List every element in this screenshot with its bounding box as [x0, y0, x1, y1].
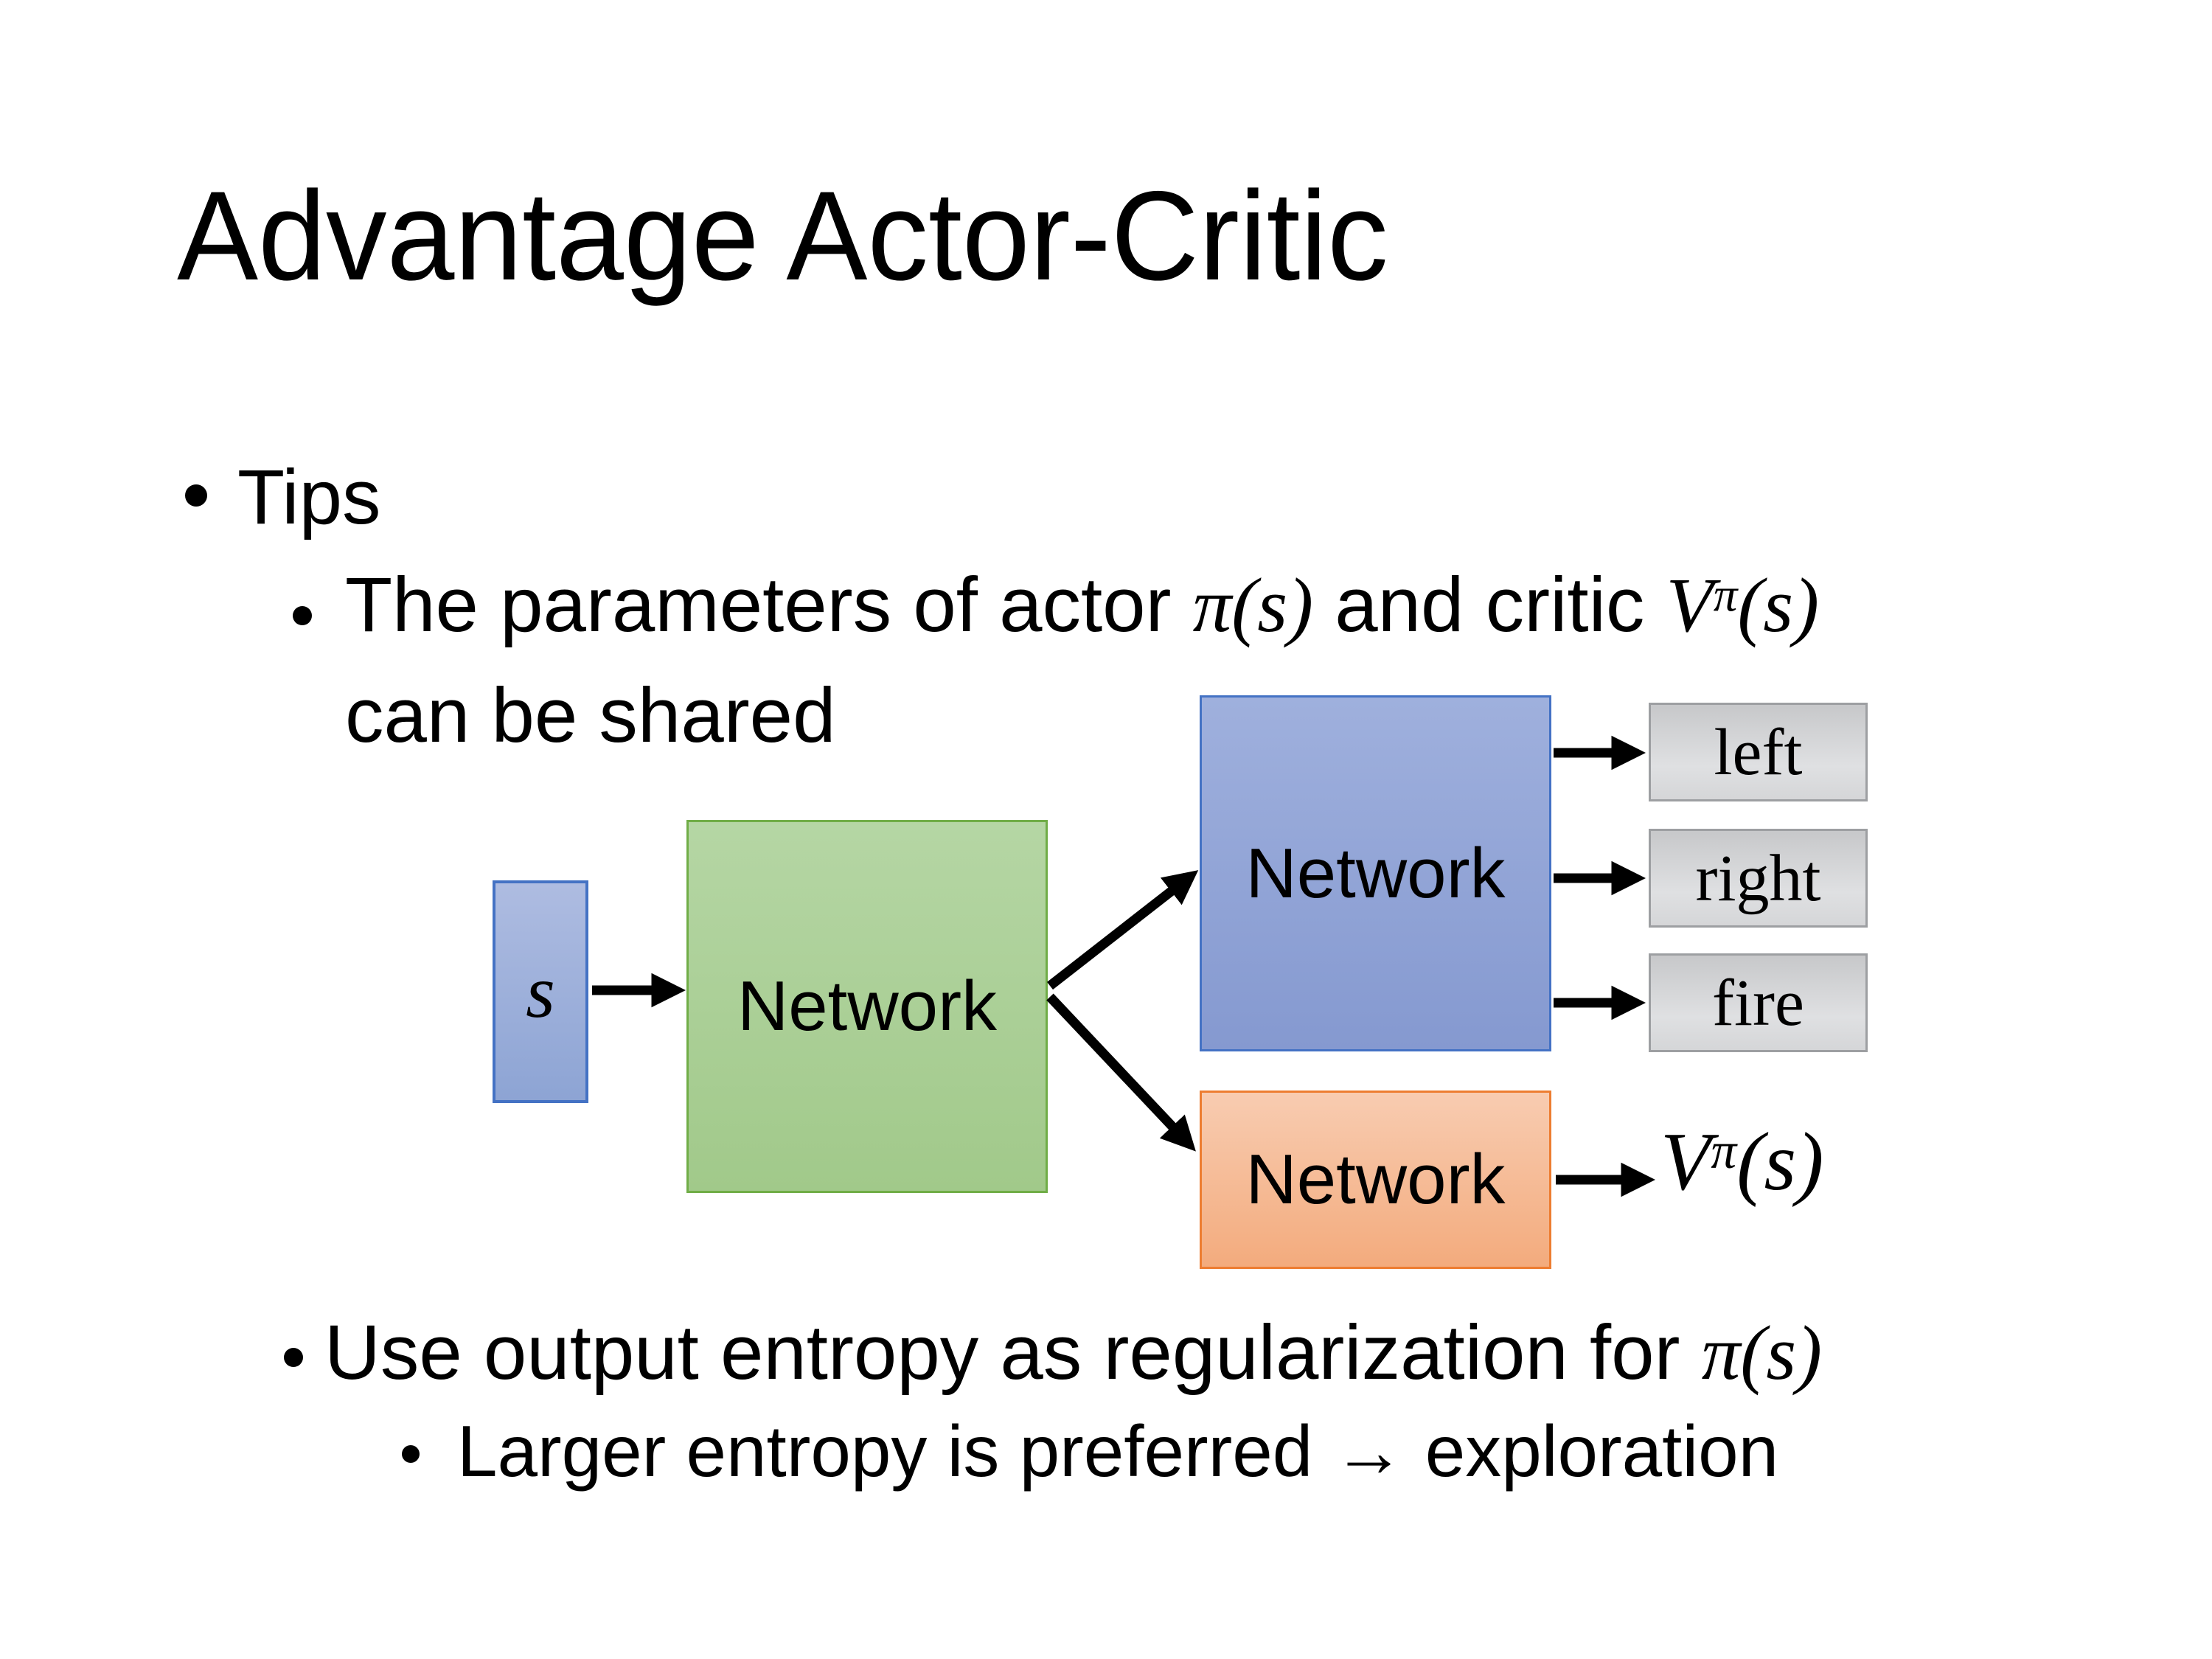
bullet-parameters-line1: The parameters of actor π(s) and critic …: [345, 559, 1819, 652]
bullet-parameters-mid: and critic: [1313, 562, 1666, 648]
critic-value-base: V: [1666, 562, 1714, 648]
bullet-parameters-text: The parameters of actor: [345, 562, 1193, 648]
critic-output-sup: π: [1711, 1122, 1737, 1180]
bullet-entropy-text: Use output entropy as regularization for: [324, 1310, 1702, 1396]
bullet-tips: Tips: [237, 454, 381, 540]
action-label-fire: fire: [1712, 966, 1804, 1040]
arrow-shared-to-actor: [1047, 870, 1199, 990]
bullet-dot: [293, 606, 312, 625]
action-box-fire: fire: [1649, 953, 1868, 1052]
action-box-right: right: [1649, 829, 1868, 928]
bullet-dot: [185, 484, 207, 507]
state-input-box: s: [493, 880, 588, 1103]
actor-network-box: Network: [1200, 695, 1551, 1051]
action-label-right: right: [1695, 841, 1821, 915]
critic-network-label: Network: [1245, 1140, 1506, 1219]
critic-value-math: Vπ(s): [1666, 562, 1820, 648]
bullet-exploration: Larger entropy is preferred → exploratio…: [457, 1411, 1779, 1492]
arrow-shared-to-critic: [1046, 993, 1196, 1152]
critic-value-arg: (s): [1737, 562, 1820, 648]
critic-output-base: V: [1660, 1116, 1711, 1208]
bullet-entropy: Use output entropy as regularization for…: [324, 1307, 1822, 1399]
entropy-policy-math: π(s): [1701, 1310, 1823, 1396]
actor-policy-math: π(s): [1192, 562, 1314, 648]
bullet-dot: [284, 1348, 303, 1367]
action-box-left: left: [1649, 703, 1868, 801]
page-title: Advantage Actor-Critic: [177, 165, 1388, 307]
bullet-parameters-line2: can be shared: [345, 672, 836, 759]
shared-network-label: Network: [737, 967, 998, 1046]
action-label-left: left: [1714, 715, 1803, 789]
critic-output-arg: (s): [1736, 1116, 1824, 1208]
bullet-dot: [402, 1445, 420, 1463]
actor-network-label: Network: [1245, 833, 1506, 913]
state-label: s: [526, 950, 555, 1034]
critic-value-sup: π: [1713, 568, 1738, 622]
shared-network-box: Network: [686, 820, 1048, 1193]
critic-output-label: Vπ(s): [1660, 1115, 1823, 1210]
critic-network-box: Network: [1200, 1091, 1551, 1269]
